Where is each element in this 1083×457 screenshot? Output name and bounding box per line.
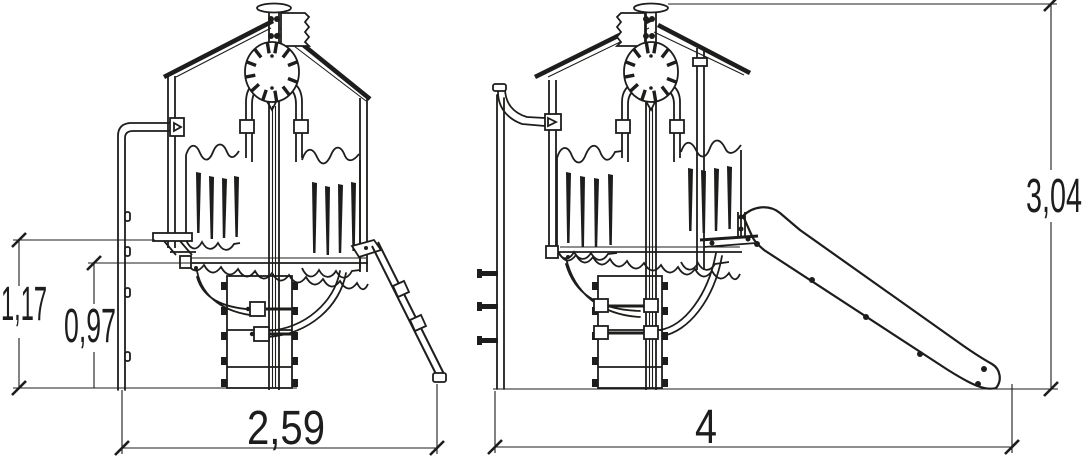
- step-seat: [152, 232, 196, 256]
- guard-panel-right: [301, 146, 361, 279]
- side-entry-arcs: [565, 252, 723, 340]
- side-deck: [545, 245, 742, 281]
- dim-label-overall-height: 3,04: [1026, 170, 1082, 223]
- side-fire-pole: [477, 83, 562, 390]
- side-left-post: [548, 80, 557, 258]
- front-entry-arcs: [196, 270, 347, 342]
- mast-cap: [633, 2, 669, 14]
- guard-panel-left: [556, 144, 623, 261]
- guard-panel-left: [185, 143, 241, 251]
- slide-edge-profile: [350, 238, 447, 383]
- dim-label-side-overall-length: 4: [695, 401, 717, 454]
- dim-label-front-deck-height: 0,97: [64, 300, 116, 353]
- sign-plate: [614, 12, 655, 47]
- side-dimensions: 4 3,04: [487, 0, 1082, 455]
- front-fire-pole: [117, 117, 185, 391]
- side-right-post: [696, 48, 705, 270]
- parrot-figure: [623, 41, 679, 112]
- slide-side-profile: [699, 206, 1001, 390]
- slide-mount: [699, 212, 759, 248]
- guard-panel-right: [680, 139, 742, 271]
- front-left-post: [167, 76, 176, 248]
- side-view: 4 3,04: [477, 0, 1082, 455]
- dim-label-front-overall-width: 2,59: [247, 402, 325, 455]
- front-view: 1,17 0,97 2,59: [1, 2, 447, 456]
- sign-plate: [268, 12, 312, 47]
- dim-label-front-step-height: 1,17: [1, 278, 47, 331]
- mast-cap: [256, 2, 292, 14]
- parrot-figure: [244, 41, 300, 112]
- front-dimensions: 1,17 0,97 2,59: [1, 232, 445, 456]
- post-collar: [692, 57, 708, 67]
